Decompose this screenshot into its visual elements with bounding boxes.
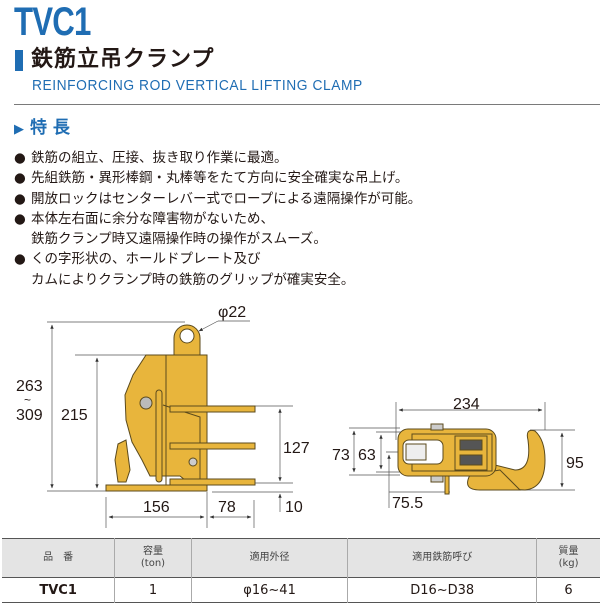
features-heading: ▶ 特 長	[14, 116, 70, 142]
dim-bar-span: 127	[283, 440, 310, 457]
cell-rebar-size: D16~D38	[347, 577, 537, 603]
header-model: 品 番	[2, 538, 115, 578]
product-title-en: REINFORCING ROD VERTICAL LIFTING CLAMP	[32, 77, 363, 94]
dim-lever-offset: 75.5	[392, 495, 423, 512]
dim-eye-diameter: φ22	[218, 304, 246, 321]
side-view-drawing	[47, 320, 293, 528]
feature-text: 開放ロックはセンターレバー式でロープによる遠隔操作が可能。	[31, 190, 422, 207]
dim-body-height: 215	[61, 407, 88, 424]
top-view-drawing	[349, 402, 575, 508]
dim-height-sep: ~	[24, 393, 31, 407]
cell-capacity: 1	[114, 577, 192, 603]
header-outer-dia: 適用外径	[190, 538, 348, 578]
feature-item: ● 開放ロックはセンターレバー式でロープによる遠隔操作が可能。	[14, 189, 421, 209]
bullet-icon: ●	[14, 150, 26, 166]
dim-height-top: 263	[16, 378, 43, 395]
feature-item: ● 本体左右面に余分な障害物がないため、鉄筋クランプ時又遠隔操作時の操作がスムーズ…	[14, 209, 421, 250]
spec-table: 品 番 容量(ton) 適用外径 適用鉄筋呼び 質量(kg) TVC1 1 φ1…	[2, 538, 600, 603]
table-header-row: 品 番 容量(ton) 適用外径 適用鉄筋呼び 質量(kg)	[2, 538, 600, 578]
cell-outer-dia: φ16~41	[190, 577, 348, 603]
header-rebar-size: 適用鉄筋呼び	[347, 538, 537, 578]
bullet-icon: ●	[14, 190, 26, 207]
header-capacity: 容量(ton)	[114, 538, 192, 578]
features-heading-text: 特 長	[30, 118, 70, 138]
feature-text: カムによりクランプ時の鉄筋のグリップが確実安全。	[31, 271, 355, 288]
dim-length: 234	[453, 396, 480, 413]
dim-bottom-gap: 10	[285, 499, 303, 516]
title-marker	[15, 50, 23, 71]
bullet-icon: ●	[14, 210, 26, 227]
feature-text: 鉄筋の組立、圧接、抜き取り作業に最適。	[31, 150, 288, 166]
dim-hook-height: 95	[566, 455, 584, 472]
feature-item: ● 先組鉄筋・異形棒鋼・丸棒等をたて方向に安全確実な吊上げ。	[14, 168, 421, 188]
bullet-icon: ●	[14, 251, 26, 268]
product-title-ja: 鉄筋立吊クランプ	[31, 47, 215, 72]
feature-item: ● 鉄筋の組立、圧接、抜き取り作業に最適。	[14, 148, 421, 168]
triangle-icon: ▶	[14, 122, 24, 137]
feature-text: 先組鉄筋・異形棒鋼・丸棒等をたて方向に安全確実な吊上げ。	[31, 170, 409, 187]
dim-base-width: 156	[143, 499, 170, 516]
feature-text: 鉄筋クランプ時又遠隔操作時の操作がスムーズ。	[31, 231, 327, 248]
dim-inner-width: 63	[358, 447, 376, 464]
bullet-icon: ●	[14, 170, 26, 187]
feature-text: 本体左右面に余分な障害物がないため、	[31, 210, 274, 227]
dim-outer-width: 73	[332, 447, 350, 464]
dim-height-bottom: 309	[16, 407, 43, 424]
feature-list: ● 鉄筋の組立、圧接、抜き取り作業に最適。 ● 先組鉄筋・異形棒鋼・丸棒等をたて方向…	[14, 148, 421, 290]
model-number: TVC1	[14, 0, 91, 44]
table-row: TVC1 1 φ16~41 D16~D38 6	[2, 577, 600, 603]
feature-text: くの字形状の、ホールドプレート及び	[31, 251, 261, 268]
feature-item: ● くの字形状の、ホールドプレート及びカムによりクランプ時の鉄筋のグリップが確実安…	[14, 249, 421, 290]
cell-model: TVC1	[39, 582, 77, 598]
dim-bar-length: 78	[218, 499, 236, 516]
divider	[14, 104, 600, 105]
cell-weight: 6	[536, 577, 600, 603]
header-weight: 質量(kg)	[536, 538, 600, 578]
